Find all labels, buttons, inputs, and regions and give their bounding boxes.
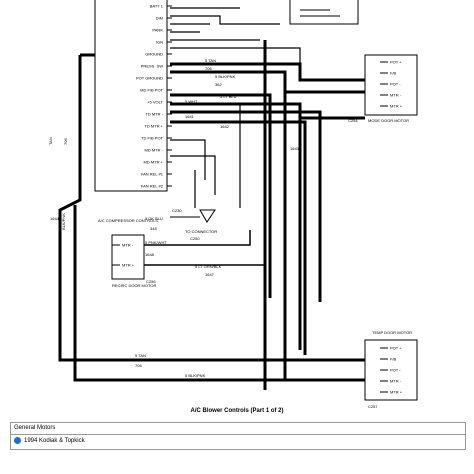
blk-pnk-wire-path bbox=[73, 205, 365, 382]
mode-door-connector bbox=[364, 54, 418, 116]
connector-pin-label: MTR + bbox=[390, 104, 403, 109]
module-pin-label: IGN bbox=[156, 40, 163, 45]
globe-icon bbox=[14, 436, 21, 444]
connector-pin-label: F/B bbox=[390, 71, 397, 76]
recirc-motor-name: RECIRC DOOR MOTOR bbox=[112, 283, 156, 288]
wire-label-1648: 1648 bbox=[145, 252, 155, 257]
wire-label-706-top: 706 bbox=[205, 66, 212, 71]
temp-connector-id: C257 bbox=[368, 404, 378, 409]
left-wire-circuit: 706 bbox=[63, 138, 68, 145]
wire-label-blkpnk-bottom: 5 BLK/PNK bbox=[185, 373, 206, 378]
module-pin-label: TD MTR + bbox=[144, 124, 163, 129]
mode-connector-name: MODE DOOR MOTOR bbox=[368, 118, 409, 123]
footer-panel: General Motors 1994 Kodiak & Topkick bbox=[10, 422, 466, 450]
diagram-caption: A/C Blower Controls (Part 1 of 2) bbox=[190, 408, 284, 414]
connector-pin-label: POT + bbox=[390, 60, 402, 65]
wire-label-ltblu: 5 LT BLU bbox=[220, 94, 237, 99]
mode-connector-id: C254 bbox=[348, 118, 358, 123]
compressor-controls-label: A/C COMPRESSOR CONTROLS bbox=[98, 218, 158, 223]
wire-label-pnkwht: 5 PNK/WHT bbox=[145, 240, 167, 245]
connector-pin-label: POT + bbox=[390, 346, 402, 351]
connector-c230: C230 bbox=[172, 208, 182, 213]
diode-symbol bbox=[199, 209, 216, 223]
module-pin-label: MD MTR + bbox=[144, 160, 164, 165]
module-pin-label: FAN REL #2 bbox=[141, 184, 164, 189]
connector-pin-label: MTR + bbox=[390, 390, 403, 395]
wire-label-wht: 5 WHT bbox=[185, 99, 198, 104]
wire-label-1647: 1647 bbox=[205, 272, 215, 277]
wire-label-dkblu: 5 DK BLU bbox=[145, 216, 163, 221]
wire-label-tan-bottom: 5 TAN bbox=[135, 353, 146, 358]
wire-label-706-bottom: 706 bbox=[135, 363, 142, 368]
module-pin-label: +5 VOLT bbox=[147, 100, 163, 105]
module-pin-label: BATT 1 bbox=[150, 4, 164, 9]
wiring-diagram: BATT 1 DIM PARK IGN GROUND PRESS. SW POT GROUN… bbox=[48, 0, 418, 409]
module-pin-label: DIM bbox=[156, 16, 163, 21]
footer-model-row: 1994 Kodiak & Topkick bbox=[11, 435, 465, 448]
connector-pin-label: F/B bbox=[390, 357, 397, 362]
wire-label-362: 362 bbox=[215, 82, 222, 87]
wire-label-tan-top: 5 TAN bbox=[205, 58, 216, 63]
module-pin-label: MD MTR - bbox=[145, 148, 164, 153]
wire-label-1644: 1644 bbox=[50, 216, 60, 221]
module-pin-label: POT GROUND bbox=[136, 76, 163, 81]
upper-module-box bbox=[289, 0, 359, 25]
left-wire-color: TAN bbox=[48, 137, 53, 145]
module-pin-label: MD F/B POT bbox=[140, 88, 163, 93]
temp-connector-pins: POT + F/B POT - MTR - MTR + bbox=[380, 346, 403, 395]
wire-label-1643: 1643 bbox=[290, 146, 300, 151]
module-pin-label: PRESS. SW bbox=[141, 64, 163, 69]
recirc-motor-pins: MTR - MTR + bbox=[112, 243, 135, 268]
module-pin-label: PARK bbox=[152, 28, 163, 33]
module-pin-label: TD MTR - bbox=[145, 112, 163, 117]
to-connector-label: TO CONNECTOR bbox=[185, 229, 217, 234]
wire-label-348: 348 bbox=[150, 226, 157, 231]
recirc-motor-id: C256 bbox=[146, 279, 156, 284]
connector-pin-label: MTR - bbox=[390, 93, 402, 98]
control-module-box bbox=[94, 0, 168, 192]
module-pin-label: TD F/B POT bbox=[141, 136, 164, 141]
footer-manufacturer: General Motors bbox=[11, 423, 465, 435]
recirc-door-motor bbox=[111, 234, 145, 280]
mode-connector-pins: POT + F/B POT - MTR - MTR + bbox=[380, 60, 403, 109]
module-pin-label: FAN REL #1 bbox=[141, 172, 164, 177]
module-pin-label: GROUND bbox=[145, 52, 163, 57]
connector-pin-label: MTR - bbox=[390, 379, 402, 384]
wire-label-1641: 1641 bbox=[185, 114, 195, 119]
wire-label-1642: 1642 bbox=[220, 124, 230, 129]
left-wire-lower: BLK/PNK bbox=[61, 213, 66, 230]
connector-pin-label: POT - bbox=[390, 368, 401, 373]
tan-wire-path bbox=[58, 55, 365, 362]
connector-pin-label: MTR + bbox=[122, 263, 135, 268]
temp-door-connector bbox=[364, 339, 418, 401]
wire-label-ltgrnblk: 5 LT GRN/BLK bbox=[195, 264, 222, 269]
module-pins: BATT 1 DIM PARK IGN GROUND PRESS. SW POT GROUN… bbox=[136, 4, 172, 189]
connector-pin-label: MTR - bbox=[122, 243, 134, 248]
footer-model: 1994 Kodiak & Topkick bbox=[24, 438, 85, 444]
wire-label-blkpnk-top: 5 BLK/PNK bbox=[215, 74, 236, 79]
connector-c250: C250 bbox=[190, 236, 200, 241]
temp-connector-name: TEMP DOOR MOTOR bbox=[372, 330, 412, 335]
connector-pin-label: POT - bbox=[390, 82, 401, 87]
